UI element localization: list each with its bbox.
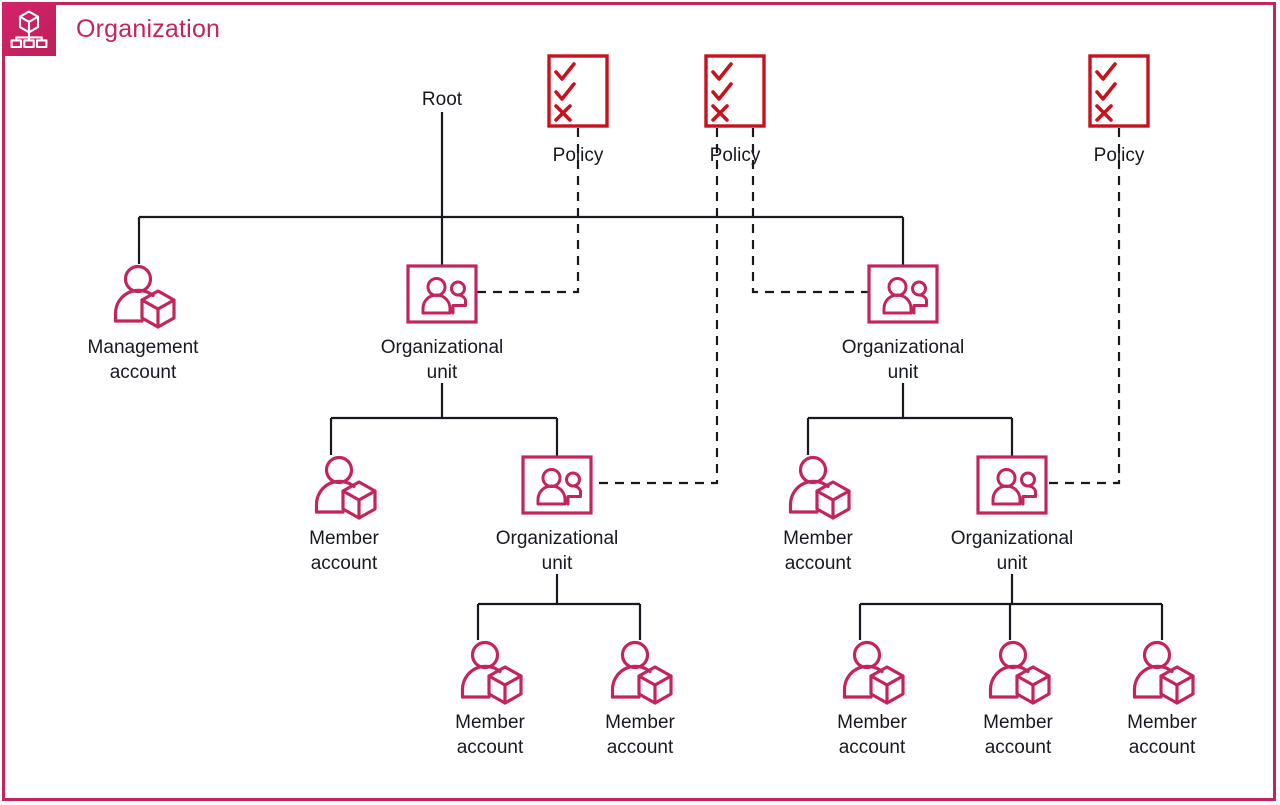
node-label-line1: Member — [1127, 712, 1197, 733]
node-label-line2: account — [839, 737, 906, 758]
node-member-account-6[interactable]: Member account — [983, 640, 1054, 759]
node-label-line1: Organizational — [951, 528, 1074, 549]
node-ou-right-child[interactable]: Organizational unit — [951, 455, 1074, 574]
policy-link-4 — [1046, 128, 1121, 485]
cross-icon — [554, 104, 572, 122]
check-icon — [554, 62, 576, 81]
page-title: Organization — [76, 15, 221, 43]
account-person-cube-icon — [988, 640, 1051, 705]
node-member-account-7[interactable]: Member account — [1127, 640, 1198, 759]
organization-badge — [2, 2, 56, 56]
node-label-line2: unit — [427, 362, 458, 383]
policy-box — [547, 54, 609, 128]
node-label-line2: account — [457, 737, 524, 758]
node-label-line2: account — [311, 553, 378, 574]
node-label-line1: Management — [88, 337, 200, 358]
node-label-line2: account — [1129, 737, 1196, 758]
node-label-line2: unit — [542, 553, 573, 574]
policy-link-1 — [476, 128, 580, 294]
node-member-account-4[interactable]: Member account — [605, 640, 676, 759]
check-icon — [711, 62, 733, 81]
organizational-unit-people-icon — [421, 277, 467, 315]
node-label-line1: Organizational — [381, 337, 504, 358]
node-label-line2: account — [607, 737, 674, 758]
node-label-line2: unit — [997, 553, 1028, 574]
account-person-cube-icon — [460, 640, 523, 705]
cross-icon — [1095, 104, 1113, 122]
node-member-account-2[interactable]: Member account — [783, 455, 854, 575]
node-label-line1: Member — [783, 528, 853, 549]
account-person-cube-icon — [113, 264, 176, 329]
account-person-cube-icon — [1132, 640, 1195, 705]
policy-label: Policy — [710, 145, 761, 166]
connector-group-dashed — [476, 128, 1121, 485]
organizational-unit-people-icon — [882, 277, 928, 315]
policy-link-2 — [591, 128, 719, 485]
node-ou-left-child[interactable]: Organizational unit — [496, 455, 619, 574]
policy-node-2[interactable]: Policy — [704, 54, 766, 166]
account-person-cube-icon — [788, 455, 851, 520]
node-label-line2: account — [985, 737, 1052, 758]
node-label-line1: Member — [983, 712, 1053, 733]
check-icon — [711, 82, 733, 101]
policy-label: Policy — [553, 145, 604, 166]
node-ou-left[interactable]: Organizational unit — [381, 264, 504, 383]
node-management-account[interactable]: Management account — [88, 264, 200, 384]
policy-label: Policy — [1094, 145, 1145, 166]
node-label-line1: Organizational — [842, 337, 965, 358]
account-person-cube-icon — [842, 640, 905, 705]
account-person-cube-icon — [314, 455, 377, 520]
node-label-line1: Member — [605, 712, 675, 733]
policy-box — [704, 54, 766, 128]
organizational-unit-people-icon — [991, 468, 1037, 506]
node-label-line1: Member — [837, 712, 907, 733]
node-label-line2: unit — [888, 362, 919, 383]
organizational-unit-people-icon — [536, 468, 582, 506]
account-person-cube-icon — [610, 640, 673, 705]
policy-node-1[interactable]: Policy — [547, 54, 609, 166]
cross-icon — [711, 104, 729, 122]
check-icon — [1095, 62, 1117, 81]
check-icon — [554, 82, 576, 101]
node-member-account-5[interactable]: Member account — [837, 640, 908, 759]
policy-link-3 — [751, 128, 869, 294]
node-label-line2: account — [785, 553, 852, 574]
node-member-account-3[interactable]: Member account — [455, 640, 526, 759]
policy-node-3[interactable]: Policy — [1088, 54, 1150, 166]
connector-group-solid — [137, 112, 1164, 640]
node-label-line1: Organizational — [496, 528, 619, 549]
root-label: Root — [422, 89, 463, 110]
node-label-line1: Member — [309, 528, 379, 549]
organization-cube-hierarchy-icon — [10, 10, 48, 49]
node-member-account-1[interactable]: Member account — [309, 455, 380, 575]
node-label-line1: Member — [455, 712, 525, 733]
node-label-line2: account — [110, 362, 177, 383]
policy-box — [1088, 54, 1150, 128]
check-icon — [1095, 82, 1117, 101]
node-ou-right[interactable]: Organizational unit — [842, 264, 965, 383]
